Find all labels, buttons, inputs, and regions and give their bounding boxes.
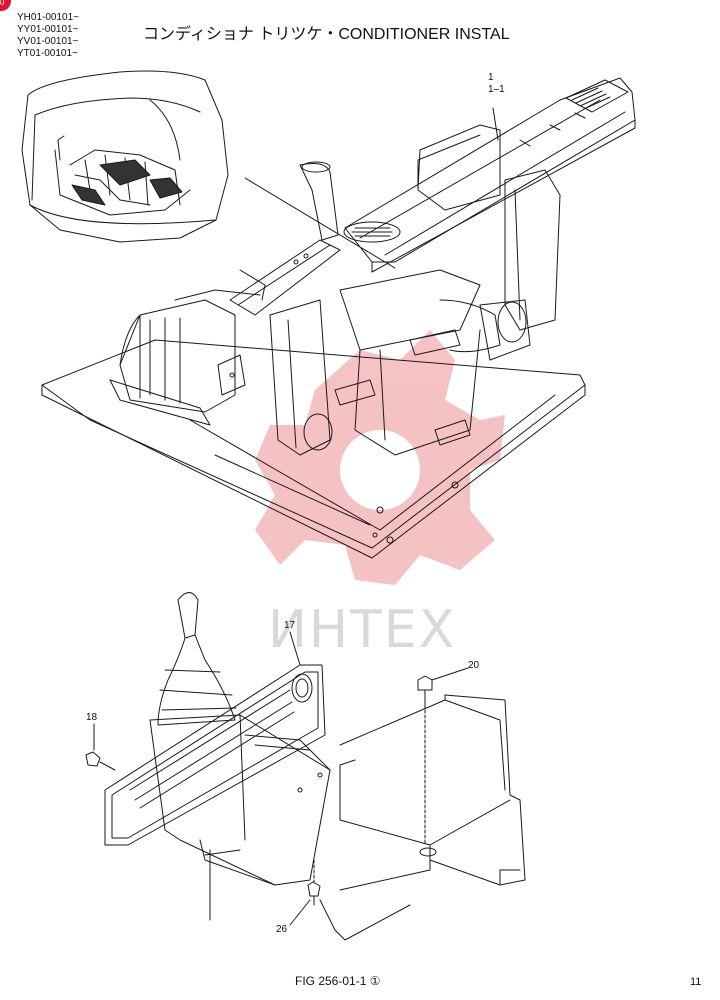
conditioner-unit <box>109 289 261 426</box>
floor-bolts <box>372 481 459 544</box>
center-ducting <box>334 269 501 456</box>
callout-18: 18 <box>86 712 98 723</box>
riser-duct-left <box>269 161 339 456</box>
serial-range: YT01-00101~ <box>17 48 78 59</box>
gear-watermark-icon <box>255 330 505 585</box>
inset-cab-overview <box>21 70 229 243</box>
callout-17: 17 <box>284 620 296 631</box>
bottom-plate <box>204 849 411 941</box>
callout-17-leader <box>289 631 301 666</box>
bolt-20 <box>417 675 433 846</box>
callout-20-leader <box>431 667 469 681</box>
callout-26-leader <box>289 899 311 926</box>
serial-range-list: YH01-00101~ YY01-00101~ YV01-00101~ YT01… <box>17 12 79 60</box>
callout-26: 26 <box>276 924 288 935</box>
corner-badge-text: 0 <box>0 0 5 7</box>
corner-badge: 0 <box>0 0 11 11</box>
serial-range: YV01-00101~ <box>17 36 79 47</box>
serial-range: YH01-00101~ <box>17 12 79 23</box>
side-floor-panel <box>339 694 526 891</box>
page-title: コンディショナ トリツケ・CONDITIONER INSTAL <box>143 26 510 43</box>
main-air-duct <box>344 77 636 273</box>
callout-1-leader <box>492 107 499 141</box>
watermark-text: ИНТЕХ <box>268 600 457 660</box>
vent-grille-left <box>343 221 401 243</box>
mounting-bracket <box>217 239 341 396</box>
callout-1-1: 1–1 <box>488 84 505 95</box>
serial-range: YY01-00101~ <box>17 24 79 35</box>
bolt-18 <box>85 751 116 771</box>
leader-line <box>244 177 396 269</box>
callout-20: 20 <box>468 660 480 671</box>
console-cover-panel <box>104 664 326 846</box>
callout-1: 1 <box>488 72 494 83</box>
page-number: 11 <box>690 976 702 988</box>
figure-reference: FIG 256-01-1 ① <box>295 974 381 988</box>
riser-duct-right <box>417 124 561 361</box>
bolt-26 <box>307 859 321 906</box>
control-lever-box <box>149 592 331 886</box>
floor-plate <box>41 339 586 559</box>
